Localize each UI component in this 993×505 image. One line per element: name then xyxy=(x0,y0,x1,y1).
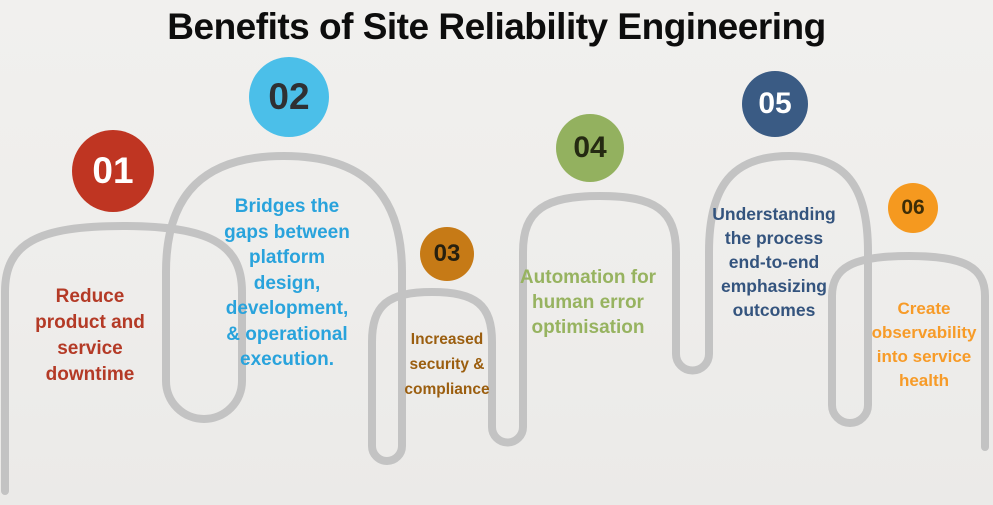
step-circle-02: 02 xyxy=(249,57,329,137)
page-title: Benefits of Site Reliability Engineering xyxy=(167,6,826,47)
step-number-05: 05 xyxy=(758,87,792,120)
step-circle-05: 05 xyxy=(742,71,808,137)
step-number-01: 01 xyxy=(92,150,134,191)
step-circle-01: 01 xyxy=(72,130,154,212)
step-number-06: 06 xyxy=(901,196,925,219)
step-circle-06: 06 xyxy=(888,183,938,233)
step-number-03: 03 xyxy=(433,240,461,267)
step-number-02: 02 xyxy=(268,76,310,117)
step-circle-04: 04 xyxy=(556,114,624,182)
track-path xyxy=(1,152,989,495)
step-circle-03: 03 xyxy=(420,227,474,281)
step-number-04: 04 xyxy=(573,131,607,164)
